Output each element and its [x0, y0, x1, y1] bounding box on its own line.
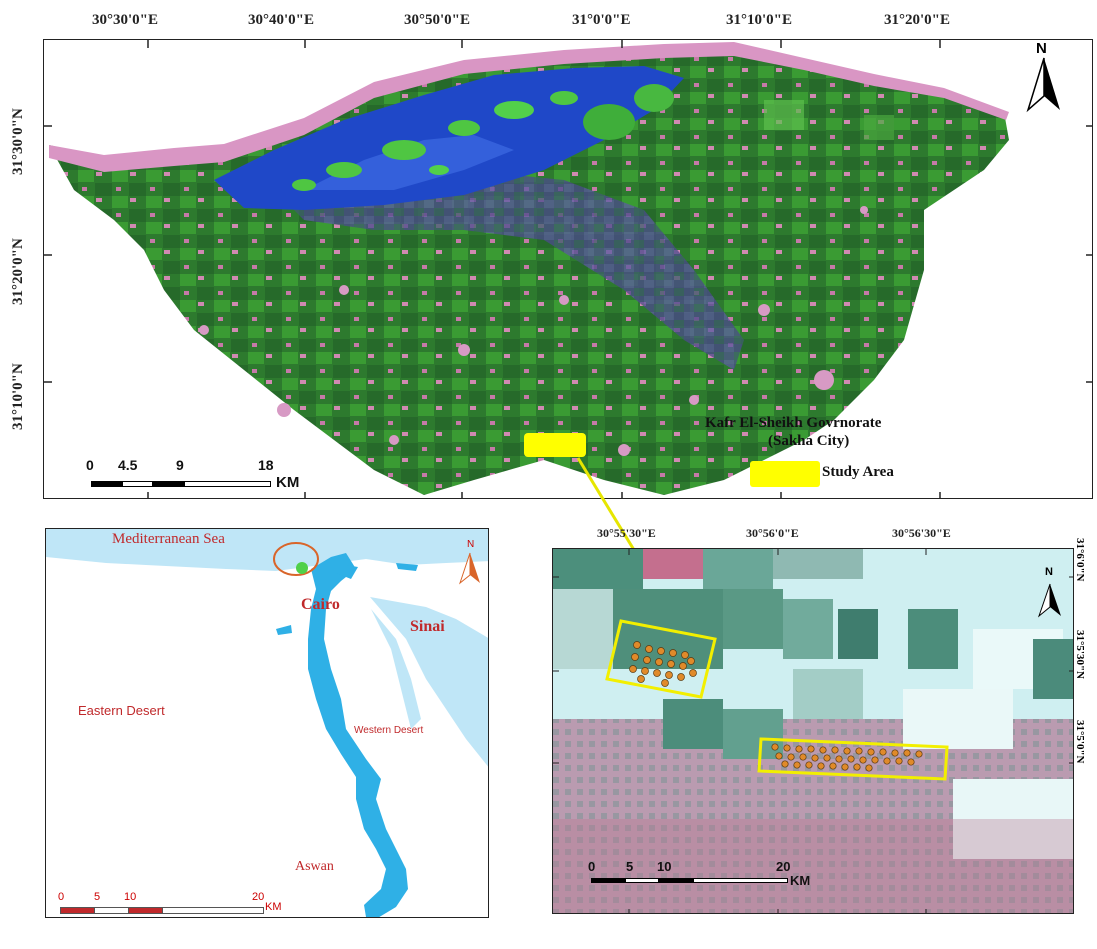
scale-bar-segment: [162, 907, 264, 914]
north-label: N: [1045, 566, 1053, 578]
egypt-map-drawing: [46, 529, 488, 917]
label-western-desert: Western Desert: [354, 725, 424, 736]
scale-bar-segment: [591, 878, 625, 883]
scale-label: 5: [94, 891, 101, 903]
main-map: 30°30'0"E 30°40'0"E 30°50'0"E 31°0'0"E 3…: [10, 12, 1093, 499]
main-lon-label: 30°30'0"E: [92, 12, 158, 28]
scale-label: 20: [252, 891, 265, 903]
scale-label: 4.5: [118, 457, 138, 473]
scale-label: 9: [176, 457, 184, 473]
main-lon-label: 31°0'0"E: [572, 12, 631, 28]
scale-unit: KM: [265, 901, 282, 913]
scale-bar-segment: [60, 907, 96, 914]
scale-bar-segment: [153, 481, 184, 487]
main-lon-label: 31°20'0"E: [884, 12, 950, 28]
scale-label: 10: [124, 891, 137, 903]
scale-bar-segment: [94, 907, 130, 914]
egypt-map: Mediterranean Sea Cairo Sinai Eastern De…: [45, 528, 489, 918]
study-lon-label: 30°55'30"E: [597, 526, 656, 540]
scale-unit: KM: [790, 873, 811, 888]
scale-bar-segment: [625, 878, 659, 883]
label-aswan: Aswan: [295, 859, 334, 874]
study-area-swatch: [750, 461, 820, 487]
legend-study-area-label: Study Area: [822, 464, 894, 480]
main-map-frame: [43, 39, 1093, 499]
label-sinai: Sinai: [410, 618, 445, 635]
legend-title-line2: (Sakha City): [768, 433, 850, 449]
study-lon-label: 30°56'30"E: [892, 526, 951, 540]
study-lon-label: 30°56'0"E: [746, 526, 799, 540]
main-lon-label: 31°10'0"E: [726, 12, 792, 28]
north-label: N: [1036, 40, 1047, 57]
north-arrow-icon: [458, 552, 480, 585]
scale-label: 5: [626, 859, 634, 874]
scale-unit: KM: [276, 474, 300, 491]
scale-label: 20: [776, 859, 791, 874]
scale-bar-segment: [91, 481, 122, 487]
scale-label: 0: [86, 457, 94, 473]
satellite-image: [44, 40, 1092, 498]
main-lon-label: 30°40'0"E: [248, 12, 314, 28]
scale-label: 10: [657, 859, 672, 874]
label-eastern-desert: Eastern Desert: [78, 703, 165, 718]
main-lat-label: 31°20'0"N: [10, 238, 26, 305]
scale-bar-segment: [184, 481, 271, 487]
main-lat-label: 31°30'0"N: [10, 108, 26, 175]
main-lat-label: 31°10'0"N: [10, 363, 26, 430]
label-mediterranean-sea: Mediterranean Sea: [112, 531, 225, 547]
main-lon-label: 30°50'0"E: [404, 12, 470, 28]
scale-bar-segment: [122, 481, 153, 487]
north-arrow-icon: [1037, 583, 1061, 618]
study-satellite-image: [553, 549, 1073, 913]
scale-label: 18: [258, 457, 274, 473]
study-map: 30°55'30"E 30°56'0"E 30°56'30"E 31°6'0"N…: [540, 520, 1097, 949]
label-cairo: Cairo: [301, 596, 340, 613]
scale-bar-segment: [128, 907, 164, 914]
study-lat-label: 31°6'0"N: [1074, 538, 1086, 582]
scale-bar-segment: [659, 878, 693, 883]
study-map-frame: [552, 548, 1074, 914]
scale-label: 0: [58, 891, 65, 903]
study-lat-label: 31°5'30"N: [1074, 630, 1086, 680]
scale-bar-segment: [693, 878, 788, 883]
north-arrow-icon: [1026, 57, 1060, 113]
north-label: N: [467, 539, 475, 550]
study-lat-label: 31°5'0"N: [1074, 720, 1086, 764]
legend-title-line1: Kafr El-Sheikh Govrnorate: [705, 415, 882, 431]
scale-label: 0: [588, 859, 596, 874]
